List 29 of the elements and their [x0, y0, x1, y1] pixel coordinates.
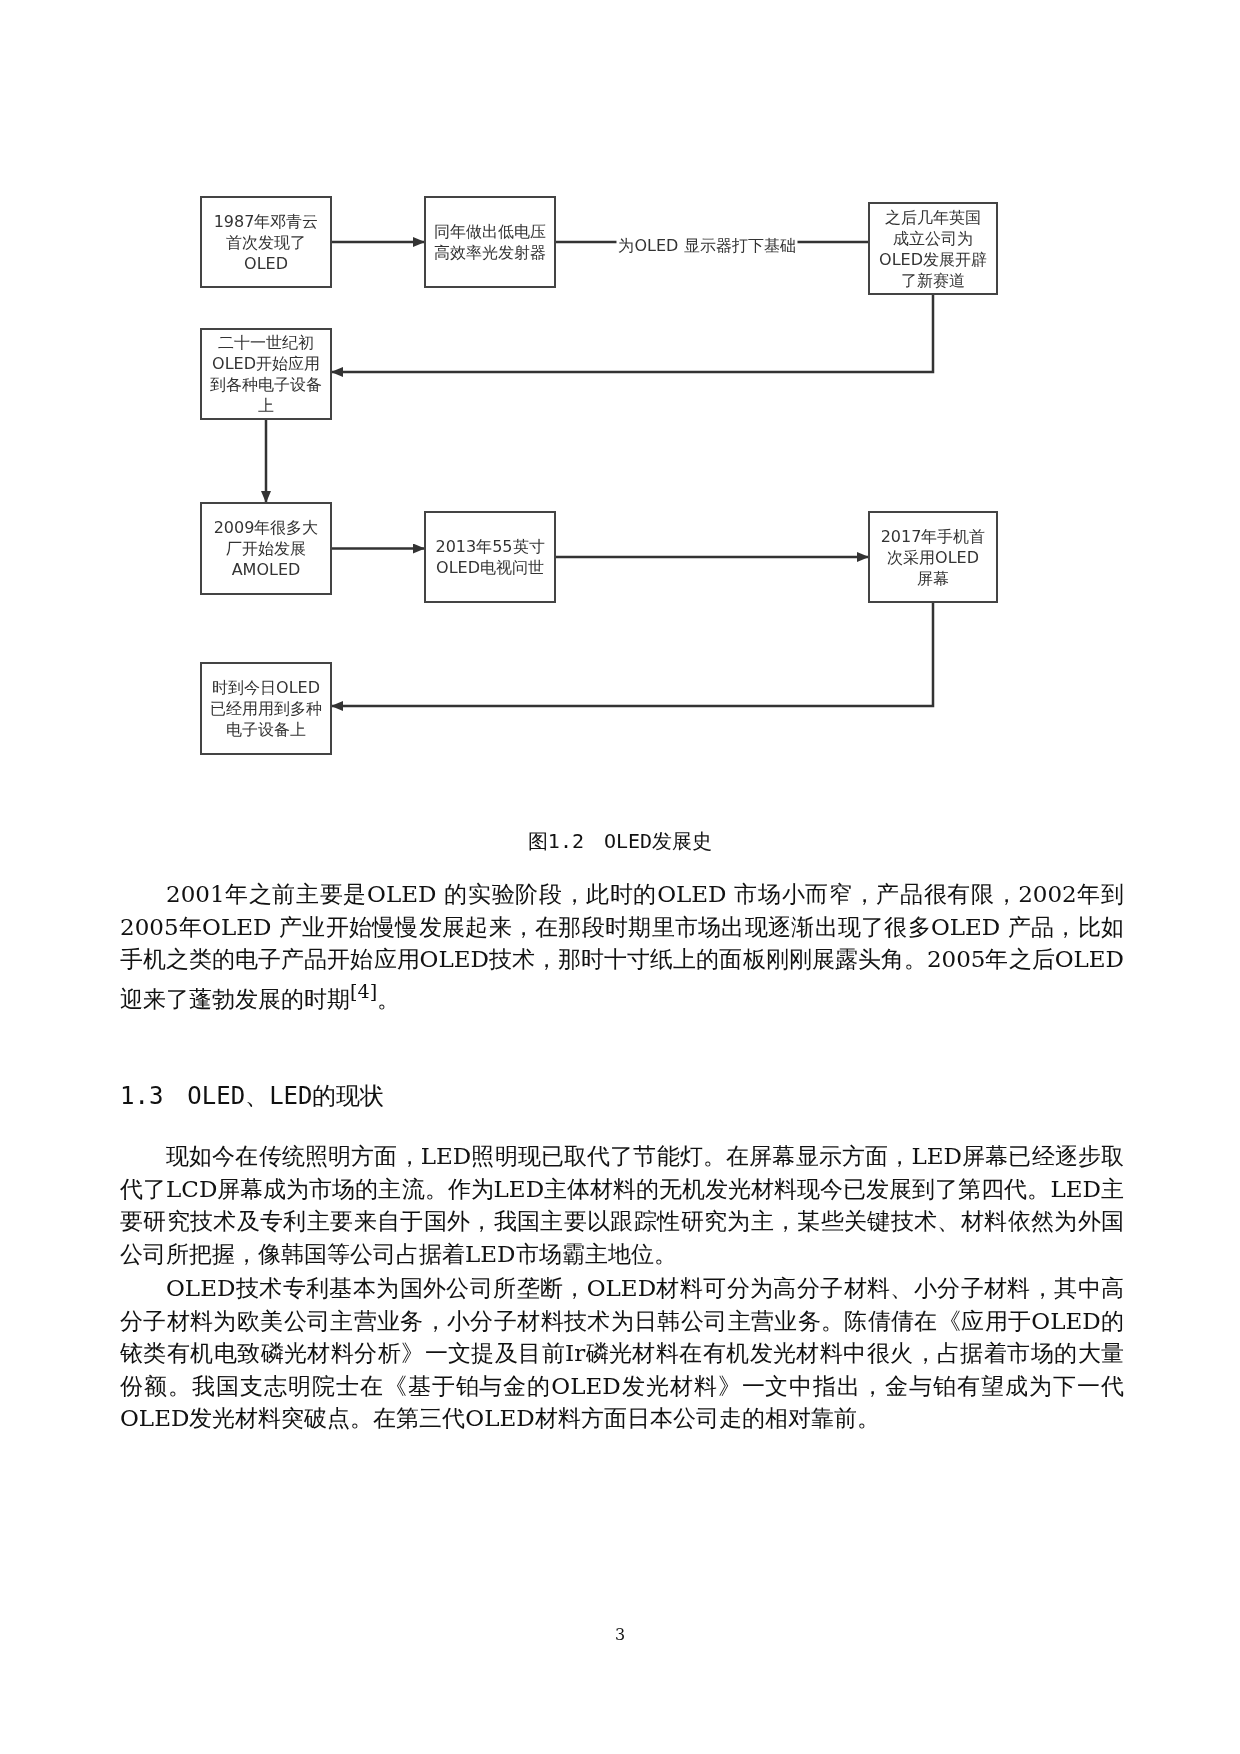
section-heading: 1.3 OLED、LED的现状 — [120, 1081, 385, 1112]
page-number: 3 — [614, 1625, 626, 1644]
node-text: 1987年邓青云首次发现了OLED — [212, 210, 320, 274]
node-text: 之后几年英国成立公司为OLED发展开辟了新赛道 — [878, 206, 988, 291]
body-paragraph: 2001年之前主要是OLED 的实验阶段，此时的OLED 市场小而窄，产品很有限，2002年到2005年OLED 产业开始慢慢发展起来，在那段时期里市场出现逐渐出现了很多OLED 产品，比如手机之类的电子产品开始应用OLED技术，那时十寸纸上的面板刚刚展露头角。2005年之后OLED迎来了蓬勃发展的时期$^{[4]}$。 — [120, 880, 1124, 1014]
arrow — [261, 420, 271, 503]
arrow — [332, 237, 425, 247]
node-text: 2009年很多大厂开始发展AMOLED — [212, 517, 320, 580]
process-box — [424, 196, 556, 288]
node-text: 时到今日OLED已经用用到多种电子设备上 — [210, 677, 322, 740]
process-box — [868, 202, 998, 295]
body-paragraph: OLED技术专利基本为国外公司所垄断，OLED材料可分为高分子材料、小分子材料，其中高分子材料为欧美公司主营业务，小分子材料技术为日韩公司主营业务。陈倩倩在《应用于OLED的铱类有机电致磷光材料分析》一文提及目前Ir磷光材料在有机发光材料中很火，占据着市场的大量份额。我国支志明院士在《基于铂与金的OLED发光材料》一文中指出，金与铂有望成为下一代OLED发光材料突破点。在第三代OLED材料方面日本公司走的相对靠前。 — [120, 1274, 1124, 1433]
figure-caption: 图1.2 OLED发展史 — [527, 828, 713, 855]
process-box — [424, 511, 556, 603]
edge-label: 为OLED 显示器打下基础 — [616, 235, 798, 257]
body-paragraph: 现如今在传统照明方面，LED照明现已取代了节能灯。在屏幕显示方面，LED屏幕已经逐步取代了LCD屏幕成为市场的主流。作为LED主体材料的无机发光材料现今已发展到了第四代。LED主要研究技术及专利主要来自于国外，我国主要以跟踪性研究为主，某些关键技术、材料依然为外国公司所把握，像韩国等公司占据着LED市场霸主地位。 — [120, 1142, 1124, 1269]
node-text: 2013年55英寸OLED电视问世 — [434, 536, 546, 578]
process-box — [200, 328, 332, 420]
arrow — [556, 552, 869, 562]
node-text: 2017年手机首次采用OLED 屏幕 — [879, 525, 987, 589]
process-box — [200, 662, 332, 755]
arrow — [332, 543, 425, 554]
arrow — [331, 295, 935, 377]
process-box — [868, 511, 998, 603]
arrow — [331, 603, 935, 711]
node-text: 二十一世纪初OLED开始应用到各种电子设备上 — [210, 332, 322, 416]
process-box — [200, 196, 332, 288]
process-box — [200, 502, 332, 595]
node-text: 同年做出低电压高效率光发射器 — [434, 221, 546, 263]
